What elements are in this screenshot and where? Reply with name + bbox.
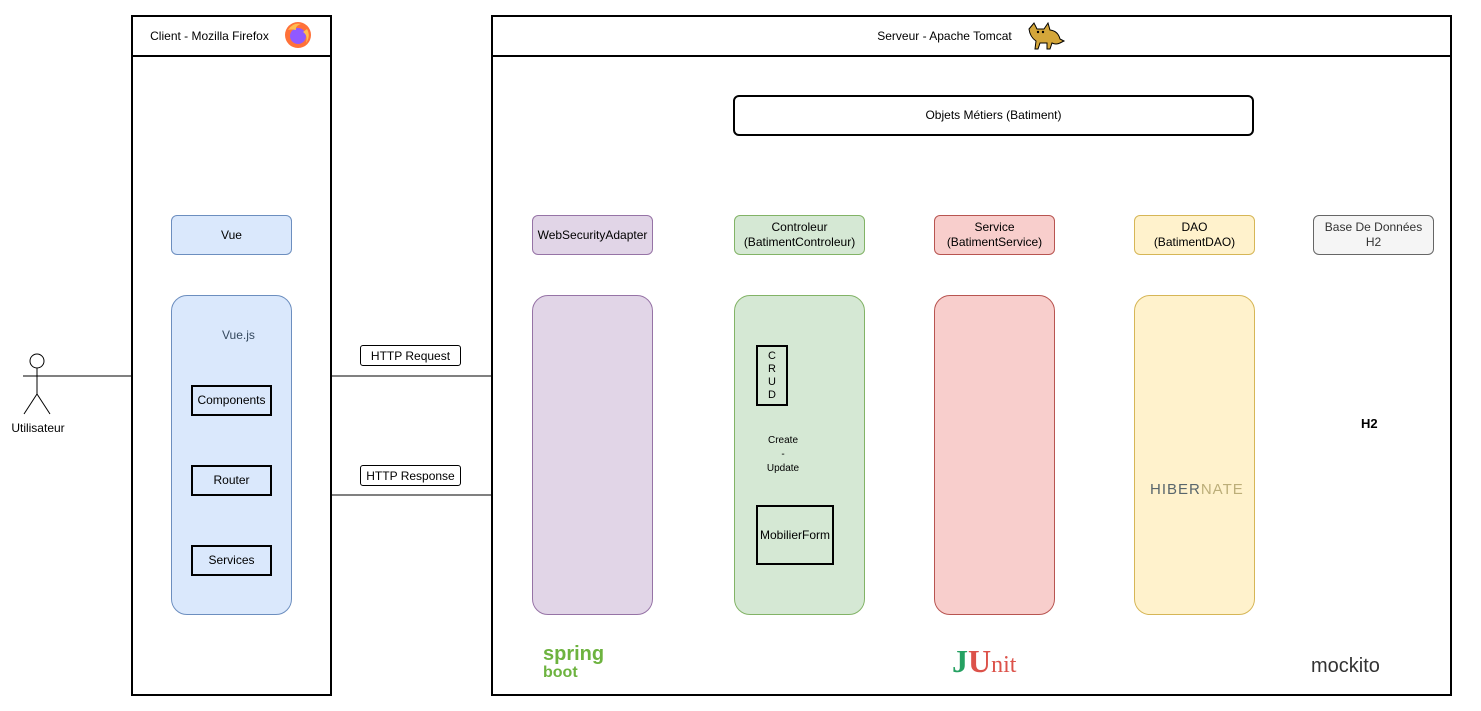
vue-components-box: Components [191, 385, 272, 416]
database-label-line1: Base De Données [1324, 220, 1423, 234]
vue-logo-text: Vue.js [222, 328, 255, 342]
hibernate-wordmark: HIBERNATE [1150, 481, 1244, 498]
junit-j: J [952, 643, 968, 679]
dao-label-line1: DAO [1181, 220, 1208, 234]
tomcat-icon [1026, 19, 1066, 54]
http-request-tag: HTTP Request [360, 345, 461, 366]
http-response-tag: HTTP Response [360, 465, 461, 486]
crud-letter-d: D [768, 388, 776, 401]
crud-box: C R U D [756, 345, 788, 406]
router-label: Router [213, 473, 250, 487]
service-label-box: Service (BatimentService) [934, 215, 1055, 255]
crud-note-line1: Create [767, 435, 798, 446]
http-response-label: HTTP Response [366, 468, 455, 483]
service-label-line1: Service [974, 220, 1015, 234]
crud-note-line3: Update [766, 463, 800, 474]
dao-label-box: DAO (BatimentDAO) [1134, 215, 1255, 255]
crud-letter-u: U [768, 375, 776, 388]
security-label-box: WebSecurityAdapter [532, 215, 653, 255]
firefox-icon [283, 20, 313, 53]
dao-column [1134, 295, 1255, 615]
hibernate-text-b: NATE [1200, 481, 1244, 498]
junit-nit: nit [991, 652, 1017, 678]
actor-label: Utilisateur [11, 421, 65, 435]
hibernate-text-a: HIBER [1150, 481, 1201, 498]
vue-router-box: Router [191, 465, 272, 496]
security-column [532, 295, 653, 615]
database-label-line2: H2 [1365, 235, 1382, 249]
junit-logo: JUnit [952, 643, 1016, 683]
service-column [934, 295, 1055, 615]
services-label: Services [208, 553, 255, 567]
vue-label-box: Vue [171, 215, 292, 255]
client-title: Client - Mozilla Firefox [150, 29, 269, 43]
mobilier-form-box: MobilierForm [756, 505, 834, 565]
spring-text: spring [543, 643, 605, 665]
h2-logo-text: H2 [1361, 416, 1378, 431]
crud-letter-r: R [768, 362, 776, 375]
service-label-line2: (BatimentService) [946, 235, 1043, 249]
dao-label-line2: (BatimentDAO) [1153, 235, 1236, 249]
mockito-text: mockito [1311, 655, 1380, 677]
server-title: Serveur - Apache Tomcat [877, 29, 1012, 43]
controller-label-line2: (BatimentControleur) [743, 235, 856, 249]
boot-text: boot [543, 664, 578, 681]
mobilier-form-label: MobilierForm [759, 527, 830, 542]
components-label: Components [197, 393, 266, 407]
vue-label: Vue [221, 227, 242, 242]
user-actor-icon [23, 353, 51, 415]
security-label: WebSecurityAdapter [537, 227, 648, 242]
business-objects-label: Objets Métiers (Batiment) [925, 108, 1062, 122]
controller-label-box: Controleur (BatimentControleur) [734, 215, 865, 255]
server-header: Serveur - Apache Tomcat [491, 15, 1452, 57]
client-header: Client - Mozilla Firefox [131, 15, 332, 57]
crud-letter-c: C [768, 349, 776, 362]
crud-note: Create - Update [758, 433, 808, 477]
vue-services-box: Services [191, 545, 272, 576]
http-request-label: HTTP Request [370, 348, 451, 363]
business-objects-box: Objets Métiers (Batiment) [733, 95, 1254, 136]
junit-u: U [968, 643, 992, 679]
crud-note-line2: - [781, 449, 785, 460]
database-label-box: Base De Données H2 [1313, 215, 1434, 255]
controller-label-line1: Controleur [771, 220, 828, 234]
